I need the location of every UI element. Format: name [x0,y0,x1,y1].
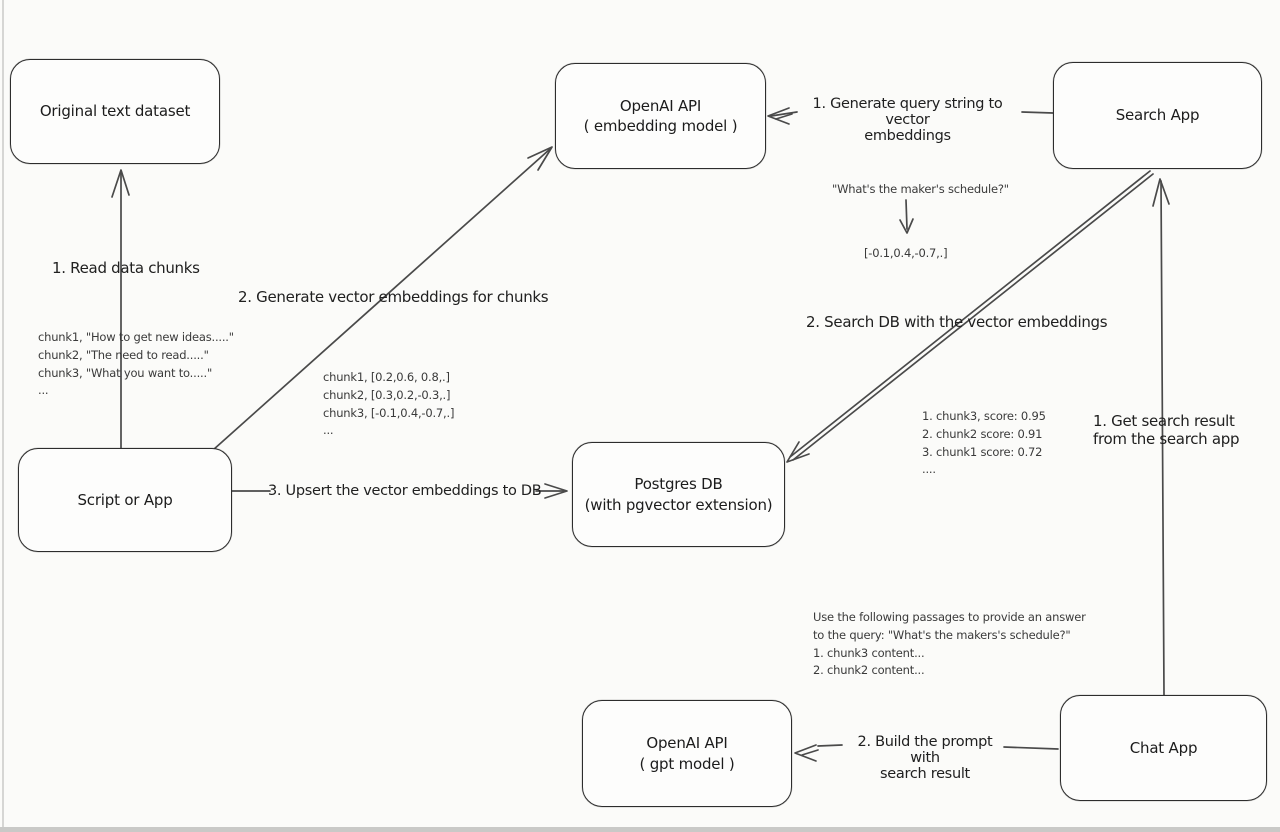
edge-label-build-prompt-line2: search result [880,766,970,782]
node-script-or-app: Script or App [18,448,232,552]
arrow-generate-query-right-segment [1021,111,1054,114]
arrow-build-prompt-right-segment [1003,746,1059,750]
screen-bottom-edge-line [0,827,1280,832]
edge-label-get-search-result-line2: from the search app [1093,430,1240,448]
annotation-line: 1. chunk3, score: 0.95 [922,409,1046,423]
node-label: OpenAI API [646,734,728,753]
annotation-line: 2. chunk2 score: 0.91 [922,426,1043,441]
annotation-line: chunk3, [-0.1,0.4,-0.7,.] [323,405,455,420]
edge-label-get-search-result: 1. Get search result from the search app [1093,412,1240,448]
edge-label-build-prompt: 2. Build the prompt with search result [845,734,1005,782]
node-label: Postgres DB [634,475,723,494]
arrow-search-db-head [786,441,810,463]
node-label: Search App [1115,106,1200,125]
annotation-line: chunk1, [0.2,0.6, 0.8,.] [323,370,450,384]
node-openai-api-gpt: OpenAI API ( gpt model ) [582,700,792,807]
arrow-generate-embeddings-head [527,146,553,171]
node-search-app: Search App [1053,62,1262,169]
annotation-line: 1. chunk3 content... [813,645,925,660]
annotation-line: 3. chunk1 score: 0.72 [922,444,1043,459]
node-label: Script or App [77,490,173,509]
node-postgres-db: Postgres DB (with pgvector extension) [572,442,785,547]
arrow-build-prompt-head-stroke2 [801,749,819,756]
arrow-read-data-chunks-head [111,169,130,198]
annotation-line: 2. chunk2 content... [813,663,925,678]
node-sublabel: (with pgvector extension) [584,495,773,514]
screen-left-edge-line [2,0,4,832]
annotation-line: ... [38,383,49,398]
edge-label-generate-query: 1. Generate query string to vector embed… [790,96,1025,144]
annotation-query-string: "What's the maker's schedule?" [832,182,1009,196]
annotation-line: ... [323,423,334,438]
edge-label-upsert: 3. Upsert the vector embeddings to DB [268,483,542,499]
annotation-chunk-list: chunk1, "How to get new ideas....." chun… [38,329,234,400]
arrow-build-prompt-head [794,744,817,762]
annotation-line: Use the following passages to provide an… [813,610,1086,624]
node-sublabel: ( embedding model ) [583,117,738,135]
node-sublabel: ( gpt model ) [639,754,735,773]
annotation-line: chunk1, "How to get new ideas....." [38,330,234,344]
node-chat-app: Chat App [1060,695,1267,801]
arrow-upsert-head [544,483,568,499]
arrow-get-search-result-head [1152,178,1170,207]
edge-label-generate-query-line1: 1. Generate query string to vector [812,96,1003,128]
edge-label-generate-embeddings: 2. Generate vector embeddings for chunks [238,288,549,306]
edge-label-search-db: 2. Search DB with the vector embeddings [806,313,1108,331]
edge-label-read-data-chunks: 1. Read data chunks [52,259,200,277]
arrow-generate-query-head [767,107,790,125]
edge-label-generate-query-line2: embeddings [864,128,951,144]
arrow-build-prompt-left-dash [817,744,843,747]
annotation-line: to the query: "What's the makers's sched… [813,627,1071,642]
arrow-query-to-vector-head [899,218,914,234]
annotation-prompt-text: Use the following passages to provide an… [813,609,1086,680]
edge-label-get-search-result-line1: 1. Get search result [1093,412,1235,430]
edge-label-build-prompt-line1: 2. Build the prompt with [857,734,993,766]
node-original-text-dataset: Original text dataset [10,59,220,164]
annotation-line: chunk2, [0.3,0.2,-0.3,.] [323,387,451,402]
node-label: Chat App [1129,738,1198,757]
arrow-query-to-vector [905,199,908,230]
node-label: Original text dataset [39,102,191,121]
node-openai-api-embedding: OpenAI API ( embedding model ) [555,63,766,169]
node-label: OpenAI API [619,96,702,115]
annotation-vector-list: chunk1, [0.2,0.6, 0.8,.] chunk2, [0.3,0.… [323,369,454,440]
annotation-query-vector: [-0.1,0.4,-0.7,.] [864,246,948,260]
annotation-line: chunk3, "What you want to....." [38,365,213,380]
annotation-score-list: 1. chunk3, score: 0.95 2. chunk2 score: … [922,408,1046,479]
annotation-line: .... [922,462,936,477]
annotation-line: chunk2, "The need to read....." [38,347,209,362]
